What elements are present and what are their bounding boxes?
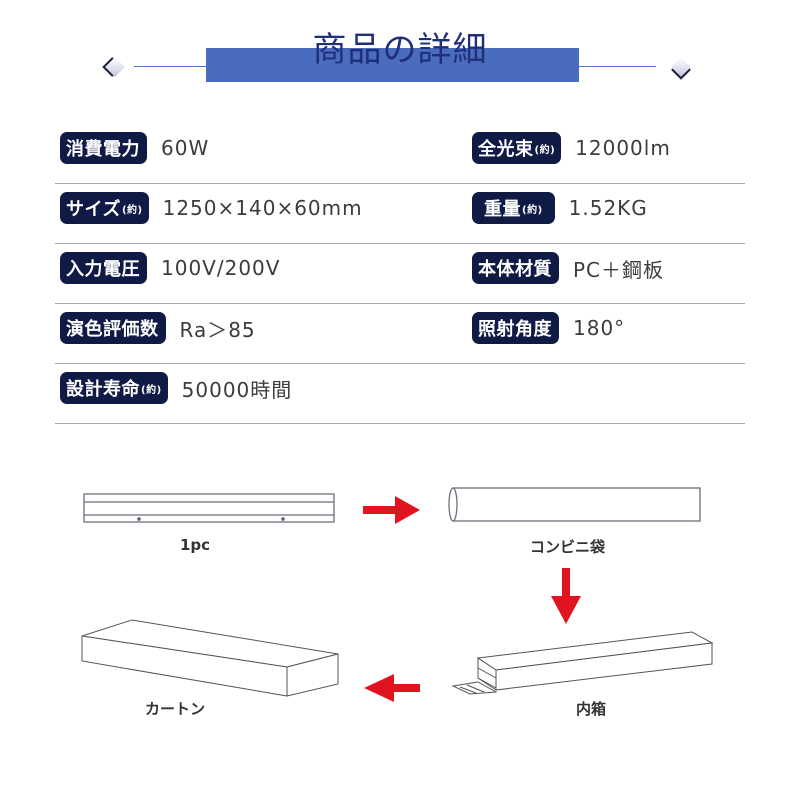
- spec-item-input-voltage: 入力電圧 100V/200V: [60, 252, 280, 284]
- row-divider: [55, 363, 745, 364]
- spec-row: サイズ(約) 1250×140×60mm 重量(約) 1.52KG: [55, 184, 745, 244]
- spec-item-weight: 重量(約) 1.52KG: [472, 192, 648, 224]
- spec-value: 100V/200V: [161, 256, 281, 280]
- spec-row: 入力電圧 100V/200V 本体材質 PC＋鋼板: [55, 244, 745, 304]
- spec-label: 全光束: [478, 139, 534, 160]
- spec-row: 設計寿命(約) 50000時間: [55, 364, 745, 424]
- spec-value: 12000lm: [575, 136, 671, 160]
- fixture-icon: [83, 493, 335, 523]
- section-header: 商品の詳細: [0, 0, 800, 110]
- spec-label: 重量: [484, 199, 521, 220]
- spec-row: 消費電力 60W 全光束(約) 12000lm: [55, 124, 745, 184]
- spec-label-badge: 入力電圧: [60, 252, 147, 284]
- spec-label-sub: (約): [141, 384, 162, 396]
- spec-label: 照射角度: [478, 319, 552, 340]
- spec-label-badge: 全光束(約): [472, 132, 562, 164]
- spec-item-beam-angle: 照射角度 180°: [472, 312, 625, 344]
- spec-value: 60W: [161, 136, 210, 160]
- spec-value: Ra＞85: [179, 317, 256, 342]
- step-caption-carton: カートン: [145, 700, 206, 718]
- header-accent-bar: [206, 48, 579, 82]
- spec-label-badge: サイズ(約): [60, 192, 149, 224]
- bag-icon: [448, 487, 701, 522]
- packaging-diagram: 1pc コンビニ袋 内箱 カートン: [0, 440, 800, 780]
- spec-label-sub: (約): [534, 144, 556, 156]
- arrow-left-icon: [364, 674, 420, 702]
- spec-label-badge: 重量(約): [472, 192, 555, 224]
- spec-label: 本体材質: [478, 259, 552, 280]
- spec-item-luminous-flux: 全光束(約) 12000lm: [472, 132, 671, 164]
- spec-label: 入力電圧: [66, 259, 140, 280]
- carton-icon: [81, 619, 339, 697]
- step-caption-bag: コンビニ袋: [530, 538, 606, 556]
- spec-item-design-life: 設計寿命(約) 50000時間: [60, 372, 292, 404]
- header-rule-left: [134, 66, 206, 67]
- step-caption-inner-box: 内箱: [576, 700, 607, 718]
- spec-value: PC＋鋼板: [573, 257, 665, 282]
- spec-label: 消費電力: [66, 139, 140, 160]
- spec-label: 設計寿命: [66, 379, 140, 400]
- spec-label-badge: 本体材質: [472, 252, 559, 284]
- row-divider: [55, 303, 745, 304]
- spec-item-body-material: 本体材質 PC＋鋼板: [472, 252, 664, 284]
- packaging-illustration: [81, 487, 714, 702]
- spec-value: 50000時間: [181, 377, 293, 402]
- row-divider: [55, 243, 745, 244]
- arrow-down-icon: [551, 568, 581, 624]
- arrow-right-icon: [363, 496, 420, 524]
- spec-value: 1.52KG: [568, 196, 648, 220]
- spec-label-badge: 演色評価数: [60, 312, 166, 344]
- spec-label: 演色評価数: [66, 319, 159, 340]
- spec-label-sub: (約): [121, 204, 143, 216]
- spec-item-size: サイズ(約) 1250×140×60mm: [60, 192, 363, 224]
- row-divider: [55, 423, 745, 424]
- page-title: 商品の詳細: [312, 30, 488, 70]
- spec-label-sub: (約): [522, 204, 543, 216]
- inner-box-icon: [451, 631, 714, 695]
- spec-item-color-rendering: 演色評価数 Ra＞85: [60, 312, 256, 344]
- spec-row: 演色評価数 Ra＞85 照射角度 180°: [55, 304, 745, 364]
- spec-value: 180°: [573, 316, 626, 340]
- spec-label-badge: 設計寿命(約): [60, 372, 168, 404]
- spec-item-power: 消費電力 60W: [60, 132, 209, 164]
- spec-value: 1250×140×60mm: [162, 196, 363, 220]
- spec-label: サイズ: [66, 199, 121, 220]
- header-rule-right: [579, 66, 656, 67]
- row-divider: [55, 183, 745, 184]
- spec-label-badge: 照射角度: [472, 312, 559, 344]
- step-caption-product: 1pc: [180, 536, 211, 554]
- spec-label-badge: 消費電力: [60, 132, 147, 164]
